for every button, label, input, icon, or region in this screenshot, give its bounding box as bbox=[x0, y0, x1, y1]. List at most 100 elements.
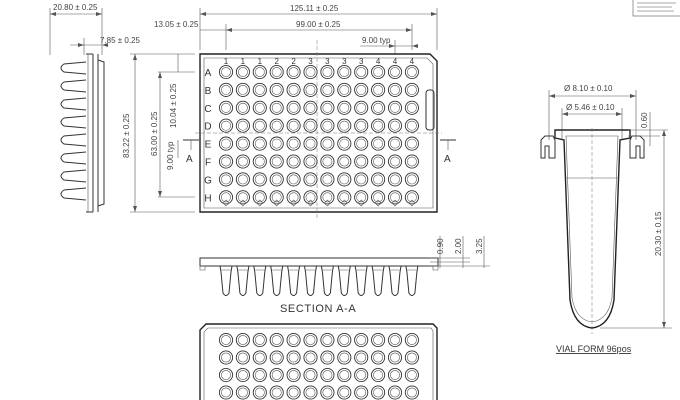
bottom-alignment-marks bbox=[222, 199, 416, 207]
well-inner bbox=[271, 102, 282, 113]
bottom-well-inner bbox=[237, 387, 248, 398]
alignment-mark bbox=[239, 199, 247, 207]
well bbox=[320, 118, 335, 133]
well bbox=[354, 82, 369, 97]
well bbox=[387, 190, 403, 205]
well bbox=[371, 136, 386, 151]
bottom-well-inner bbox=[339, 370, 350, 380]
bottom-well-inner bbox=[288, 335, 299, 345]
well-inner bbox=[254, 138, 265, 149]
bottom-well-inner bbox=[356, 387, 367, 398]
bottom-well-inner bbox=[356, 335, 367, 345]
well-inner bbox=[271, 192, 282, 203]
bottom-well bbox=[337, 385, 352, 400]
well bbox=[387, 172, 403, 187]
well-inner bbox=[237, 67, 248, 77]
well-inner bbox=[254, 85, 265, 95]
bottom-well bbox=[337, 367, 352, 383]
well-inner bbox=[271, 138, 282, 149]
alignment-mark bbox=[408, 199, 416, 207]
well-inner bbox=[254, 67, 265, 77]
well-inner bbox=[390, 192, 400, 203]
bottom-well bbox=[337, 332, 352, 348]
well bbox=[269, 82, 284, 97]
well-inner bbox=[322, 156, 333, 167]
bottom-well-inner bbox=[305, 335, 316, 345]
bottom-well bbox=[218, 385, 234, 400]
alignment-mark bbox=[273, 199, 281, 207]
well-inner bbox=[356, 138, 367, 149]
bottom-well bbox=[252, 350, 267, 365]
well-inner bbox=[406, 156, 417, 167]
well-inner bbox=[237, 138, 248, 149]
well bbox=[252, 136, 267, 151]
dim-vial-inner: Ø 5.46 ± 0.10 bbox=[566, 103, 615, 112]
dim-vial-height: 20.30 ± 0.15 bbox=[654, 211, 663, 256]
well bbox=[218, 154, 234, 169]
section-tube bbox=[371, 265, 385, 296]
well-inner bbox=[237, 102, 248, 113]
title-block bbox=[632, 0, 680, 17]
well-inner bbox=[305, 138, 316, 149]
bottom-well bbox=[404, 367, 419, 383]
well-inner bbox=[271, 67, 282, 77]
top-dimension-chain: 125.11 ± 0.25 99.00 ± 0.25 13.05 ± 0.25 … bbox=[154, 4, 438, 54]
well-inner bbox=[339, 85, 350, 95]
well bbox=[371, 172, 386, 187]
section-tubes bbox=[219, 265, 419, 296]
well-inner bbox=[390, 156, 400, 167]
alignment-mark bbox=[340, 199, 348, 207]
bottom-well bbox=[286, 367, 301, 383]
bottom-well bbox=[387, 385, 403, 400]
well-inner bbox=[221, 156, 231, 167]
well-inner bbox=[373, 102, 383, 113]
well bbox=[252, 154, 267, 169]
well-inner bbox=[373, 85, 383, 95]
bottom-well bbox=[371, 385, 386, 400]
dim-pitch-top: 9.00 typ bbox=[362, 36, 391, 45]
well-inner bbox=[288, 156, 299, 167]
well bbox=[286, 154, 301, 169]
section-tube bbox=[270, 265, 284, 296]
section-marker-left: A bbox=[183, 139, 199, 165]
alignment-mark bbox=[256, 199, 264, 207]
bottom-well bbox=[252, 332, 267, 348]
well-inner bbox=[390, 85, 400, 95]
column-label: 1 bbox=[241, 57, 246, 66]
well-inner bbox=[406, 138, 417, 149]
bottom-well-inner bbox=[221, 335, 231, 345]
bottom-well-inner bbox=[390, 387, 400, 398]
bottom-well-inner bbox=[305, 352, 316, 363]
well bbox=[354, 172, 369, 187]
well bbox=[354, 118, 369, 133]
column-label: 1 bbox=[224, 57, 229, 66]
bottom-well bbox=[404, 350, 419, 365]
well bbox=[354, 154, 369, 169]
well-inner bbox=[271, 120, 282, 131]
well bbox=[337, 154, 352, 169]
well-inner bbox=[373, 192, 383, 203]
well bbox=[404, 136, 419, 151]
well-inner bbox=[305, 156, 316, 167]
dim-offset-x: 13.05 ± 0.25 bbox=[154, 20, 199, 29]
well-inner bbox=[373, 67, 383, 77]
well-inner bbox=[305, 102, 316, 113]
bottom-well bbox=[235, 350, 250, 365]
bottom-well bbox=[218, 332, 234, 348]
bottom-well-inner bbox=[406, 335, 417, 345]
well-inner bbox=[305, 85, 316, 95]
well bbox=[320, 136, 335, 151]
well bbox=[286, 172, 301, 187]
well-inner bbox=[322, 174, 333, 185]
well-inner bbox=[254, 192, 265, 203]
well-inner bbox=[305, 192, 316, 203]
bottom-well-inner bbox=[322, 352, 333, 363]
dim-overall-height: 83.22 ± 0.25 bbox=[122, 113, 131, 158]
well bbox=[404, 82, 419, 97]
well bbox=[269, 100, 284, 115]
bottom-well bbox=[387, 350, 403, 365]
dim-well-span-x: 99.00 ± 0.25 bbox=[296, 20, 341, 29]
